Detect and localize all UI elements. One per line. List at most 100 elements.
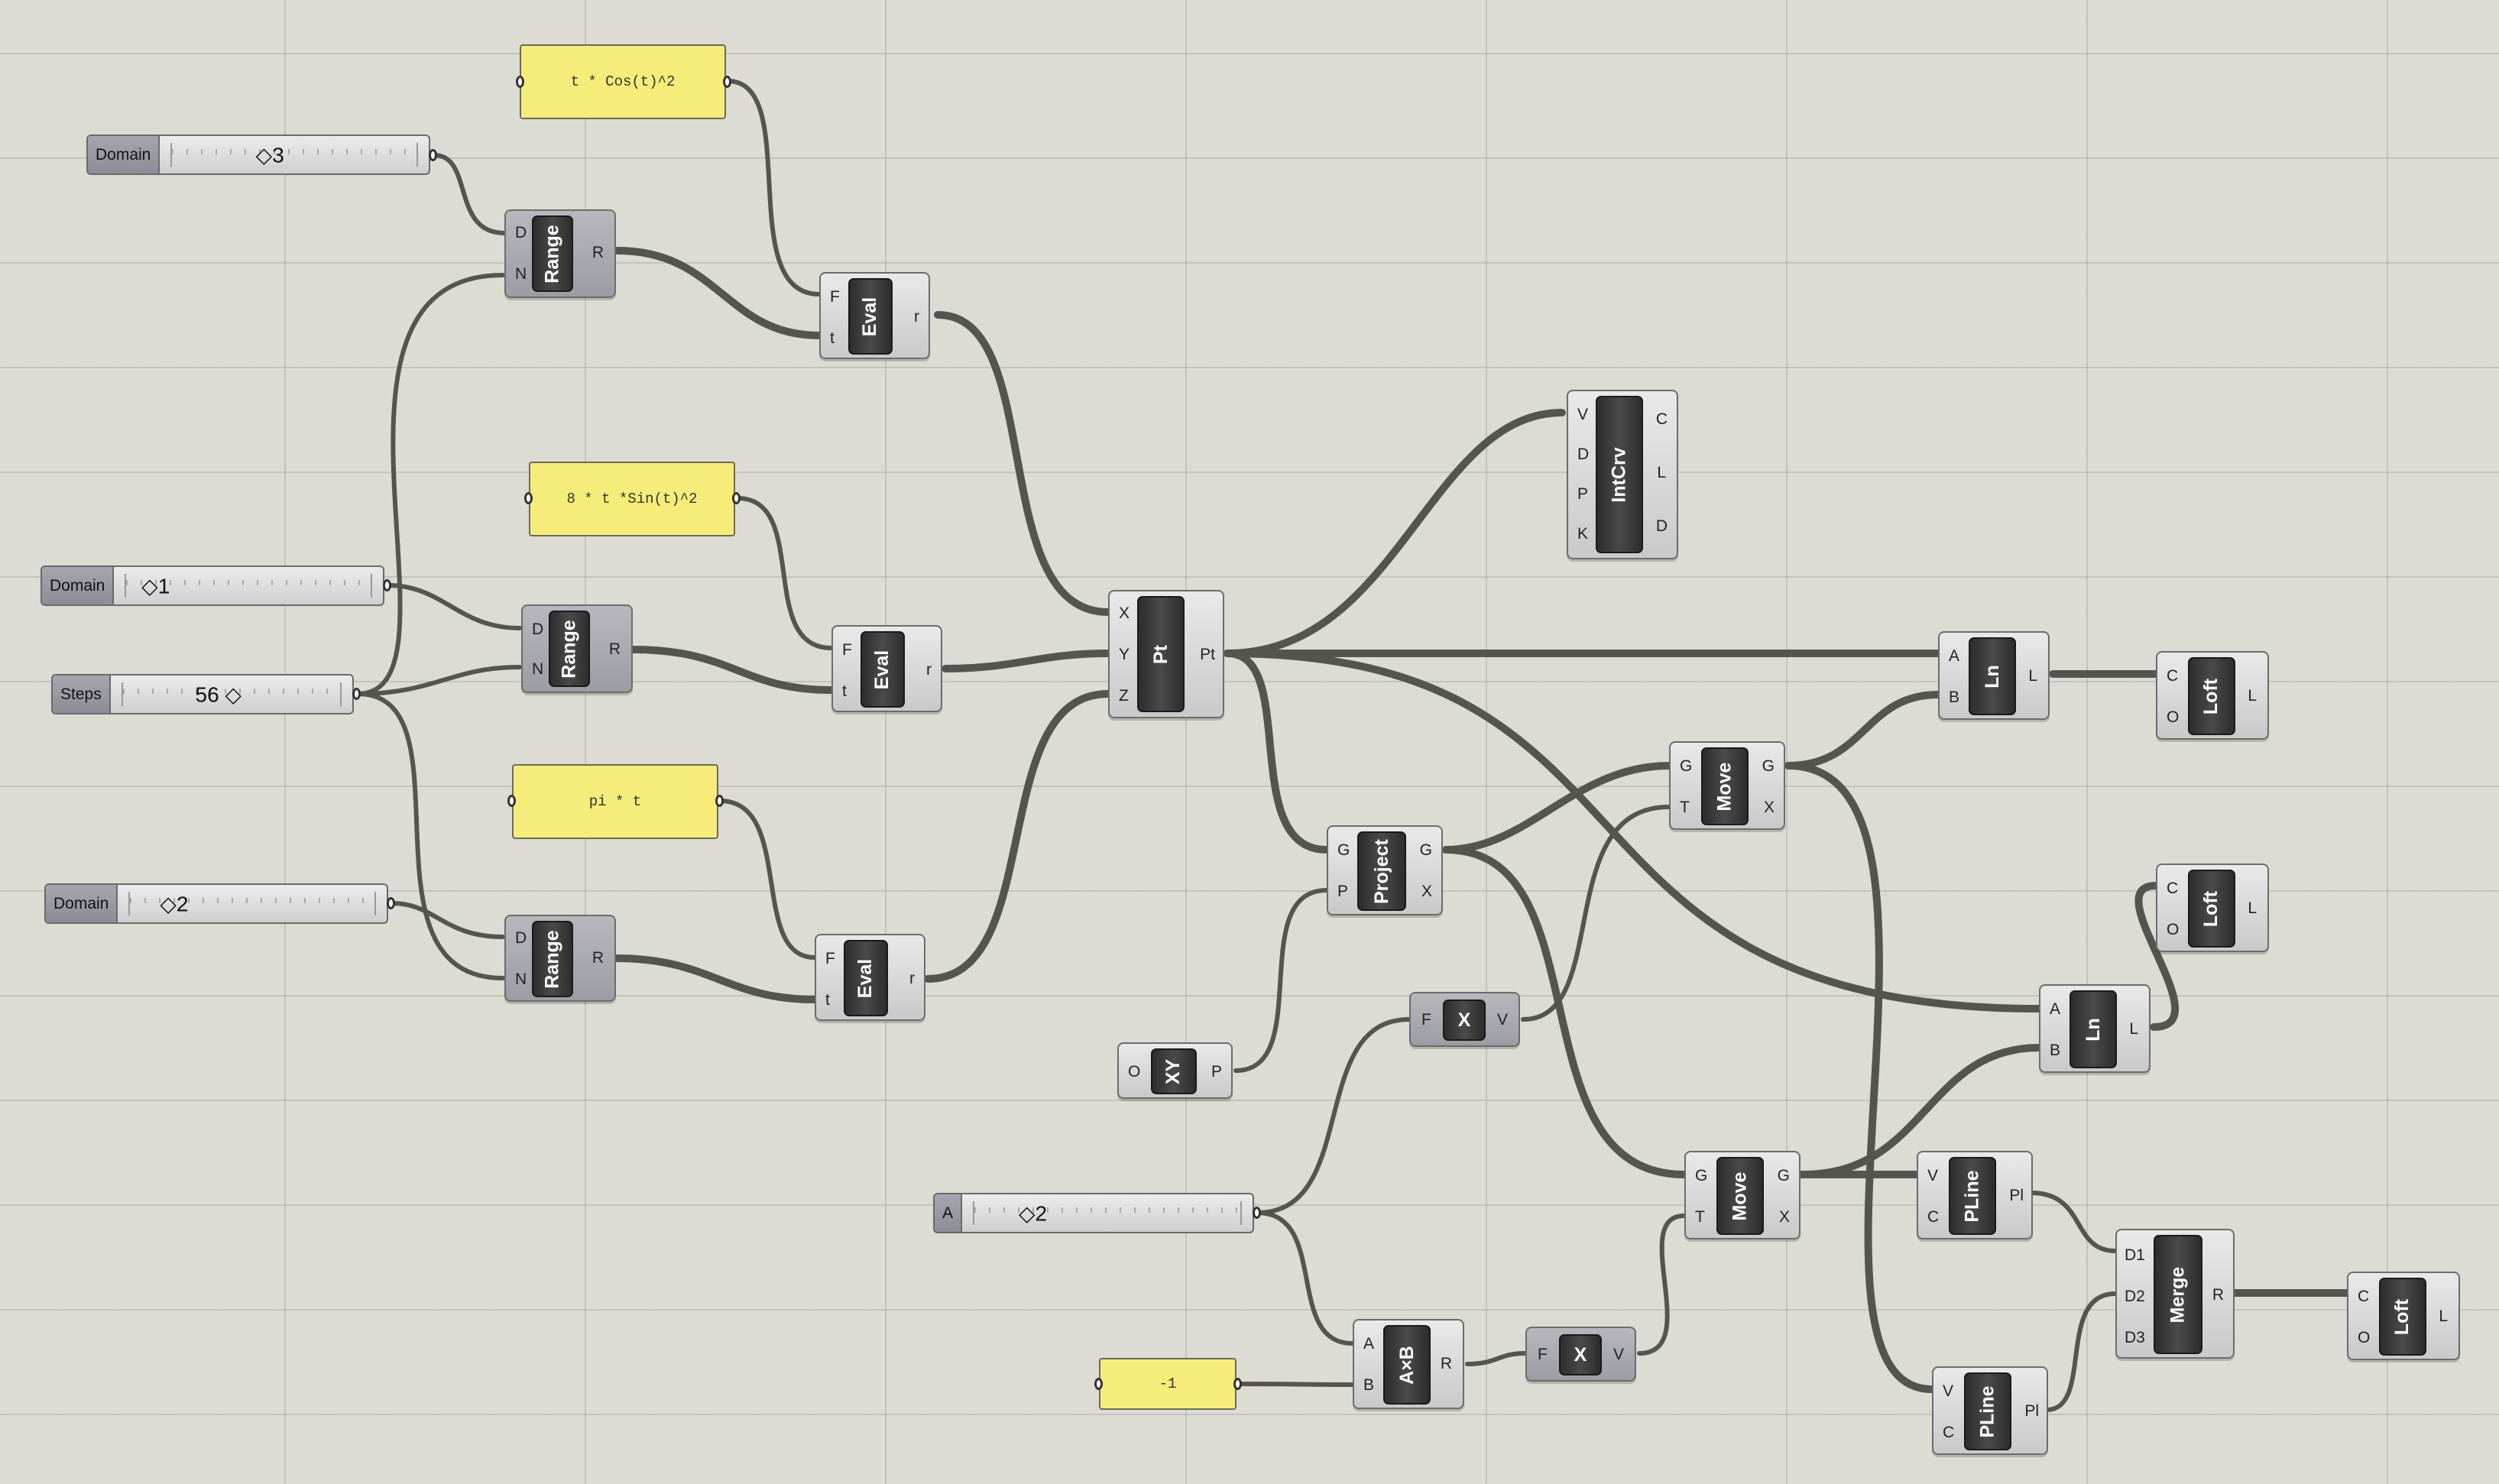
- component-core[interactable]: X: [1443, 1000, 1486, 1041]
- component-name: Move: [1729, 1171, 1751, 1220]
- component-name: A×B: [1395, 1345, 1418, 1385]
- slider-track[interactable]: 56 ◇: [121, 682, 342, 706]
- construct-point-component[interactable]: X Y Pt Z Pt: [1108, 590, 1224, 718]
- input-port-c: C: [2358, 1288, 2370, 1305]
- move-component-1[interactable]: G T Move G X: [1669, 741, 1785, 830]
- range-component-3[interactable]: D N Range R: [504, 915, 616, 1002]
- project-component[interactable]: G P Project G X: [1327, 825, 1443, 915]
- component-core[interactable]: Loft: [2379, 1278, 2426, 1356]
- loft-component-1[interactable]: C O Loft L: [2156, 651, 2269, 740]
- component-core[interactable]: Range: [549, 611, 590, 687]
- wire: [942, 650, 1112, 672]
- output-port-pt: Pt: [1200, 646, 1215, 663]
- expression-panel-sin[interactable]: 8 * t *Sin(t)^2: [529, 462, 735, 536]
- output-grip[interactable]: [429, 149, 437, 161]
- component-core[interactable]: Range: [532, 921, 573, 997]
- domain-slider-3[interactable]: Domain ◇2: [44, 883, 388, 924]
- polyline-component-2[interactable]: V C PLine Pl: [1932, 1366, 2048, 1455]
- output-grip[interactable]: [352, 688, 361, 700]
- component-name: Loft: [2391, 1298, 2413, 1335]
- slider-track[interactable]: ◇2: [128, 892, 376, 915]
- input-grip[interactable]: [516, 76, 524, 88]
- domain-slider-2[interactable]: Domain ◇1: [41, 565, 384, 606]
- component-core[interactable]: IntCrv: [1596, 396, 1643, 553]
- output-grip[interactable]: [732, 492, 741, 504]
- input-port-v: V: [1577, 406, 1589, 423]
- component-core[interactable]: Pt: [1137, 596, 1185, 712]
- domain-slider-1[interactable]: Domain ◇3: [86, 134, 430, 175]
- output-port-r: R: [608, 640, 621, 658]
- component-name: Merge: [2167, 1266, 2189, 1323]
- loft-component-2[interactable]: C O Loft L: [2156, 864, 2269, 952]
- steps-slider[interactable]: Steps 56 ◇: [51, 674, 354, 714]
- input-port-t: t: [825, 991, 830, 1009]
- input-grip[interactable]: [1094, 1378, 1103, 1390]
- input-port-d: D: [1577, 446, 1590, 463]
- output-grip[interactable]: [387, 897, 395, 909]
- input-grip[interactable]: [507, 795, 516, 807]
- input-port-g: G: [1695, 1167, 1708, 1184]
- multiplication-component[interactable]: A B A×B R: [1353, 1319, 1464, 1409]
- input-port-k: K: [1577, 525, 1589, 543]
- wire: [629, 646, 835, 694]
- component-core[interactable]: Range: [532, 215, 573, 292]
- wire: [1255, 1210, 1355, 1346]
- eval-component-3[interactable]: F t Eval r: [815, 934, 925, 1021]
- move-component-2[interactable]: G T Move G X: [1684, 1151, 1801, 1239]
- input-port-b: B: [1363, 1376, 1375, 1394]
- component-core[interactable]: Eval: [861, 631, 905, 708]
- component-core[interactable]: Move: [1701, 747, 1749, 825]
- input-port-f: F: [1421, 1011, 1431, 1029]
- line-component-2[interactable]: A B Ln L: [2039, 984, 2151, 1073]
- component-core[interactable]: PLine: [1964, 1372, 2011, 1450]
- input-grip[interactable]: [524, 492, 533, 504]
- output-grip[interactable]: [383, 579, 391, 591]
- line-component-1[interactable]: A B Ln L: [1938, 631, 2050, 720]
- output-port-x: X: [1763, 799, 1775, 816]
- output-grip[interactable]: [723, 76, 731, 88]
- a-slider[interactable]: A ◇2: [933, 1193, 1254, 1233]
- wire: [386, 583, 522, 630]
- output-grip[interactable]: [1233, 1378, 1242, 1390]
- component-core[interactable]: PLine: [1949, 1157, 1996, 1235]
- xy-plane-component[interactable]: O XY P: [1117, 1042, 1233, 1099]
- component-core[interactable]: Loft: [2188, 657, 2235, 735]
- component-core[interactable]: Loft: [2188, 870, 2235, 948]
- component-core[interactable]: Move: [1716, 1157, 1764, 1235]
- slider-value: ◇2: [1019, 1201, 1048, 1225]
- wire: [355, 273, 505, 696]
- unit-x-component-1[interactable]: F X V: [1409, 992, 1520, 1047]
- component-core[interactable]: XY: [1151, 1048, 1197, 1094]
- panel-negative-one[interactable]: -1: [1099, 1358, 1237, 1410]
- slider-track[interactable]: ◇3: [170, 143, 418, 167]
- output-grip[interactable]: [715, 795, 724, 807]
- loft-component-3[interactable]: C O Loft L: [2347, 1272, 2460, 1360]
- panel-text: t * Cos(t)^2: [570, 73, 676, 90]
- component-core[interactable]: Merge: [2154, 1235, 2202, 1354]
- merge-component[interactable]: D1 D2 D3 Merge R: [2115, 1229, 2235, 1359]
- input-port-t: T: [1680, 799, 1690, 816]
- eval-component-1[interactable]: F t Eval r: [819, 272, 930, 359]
- interpolate-curve-component[interactable]: V D P K IntCrv C L D: [1567, 390, 1678, 559]
- output-port-r: r: [914, 308, 919, 326]
- wire: [735, 496, 834, 650]
- component-core[interactable]: X: [1559, 1334, 1602, 1375]
- polyline-component-1[interactable]: V C PLine Pl: [1917, 1151, 2033, 1239]
- component-core[interactable]: A×B: [1383, 1325, 1431, 1405]
- input-port-g: G: [1680, 757, 1693, 775]
- eval-component-2[interactable]: F t Eval r: [831, 625, 942, 712]
- range-component-1[interactable]: D N Range R: [504, 209, 616, 298]
- expression-panel-pi[interactable]: pi * t: [512, 764, 718, 839]
- component-core[interactable]: Project: [1357, 831, 1406, 911]
- slider-track[interactable]: ◇1: [125, 574, 372, 598]
- slider-track[interactable]: ◇2: [973, 1201, 1242, 1225]
- output-grip[interactable]: [1253, 1207, 1261, 1219]
- component-core[interactable]: Eval: [844, 940, 888, 1016]
- component-name: X: [1457, 1009, 1471, 1031]
- component-core[interactable]: Ln: [1969, 637, 2016, 715]
- component-core[interactable]: Eval: [848, 278, 893, 355]
- expression-panel-cos[interactable]: t * Cos(t)^2: [520, 44, 726, 119]
- component-core[interactable]: Ln: [2070, 990, 2117, 1068]
- range-component-2[interactable]: D N Range R: [521, 604, 633, 693]
- unit-x-component-2[interactable]: F X V: [1525, 1327, 1636, 1382]
